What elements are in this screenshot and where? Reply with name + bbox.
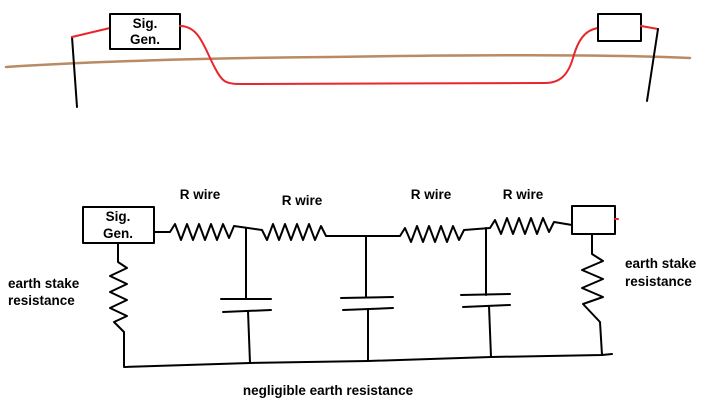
r-wire-label-4: R wire: [503, 187, 544, 202]
r-wire-label-2: R wire: [282, 193, 323, 208]
right-stake-wire: [640, 25, 659, 30]
right-earth-stake: [646, 28, 659, 102]
buried-cable: [179, 25, 599, 85]
circuit-termination-box: [571, 205, 616, 235]
shunt-capacitor-1: [220, 227, 272, 364]
right-stake-resistor: [581, 233, 604, 356]
shunt-capacitor-3: [460, 227, 511, 358]
top-termination-box: [597, 13, 642, 42]
left-stake-label-line1: earth stake: [8, 276, 80, 291]
top-view: Sig. Gen.: [4, 13, 692, 108]
right-stake-label-line2: resistance: [625, 274, 692, 289]
shunt-capacitor-2: [340, 235, 394, 362]
left-stake-resistor: [109, 242, 128, 367]
negligible-earth-label: negligible earth resistance: [243, 383, 414, 398]
right-stake-label-line1: earth stake: [625, 256, 697, 271]
earth-return-line: [123, 353, 613, 368]
series-wire-with-resistors: [153, 217, 573, 243]
left-stake-label-line2: resistance: [8, 293, 75, 308]
top-sig-gen-label-line1: Sig.: [133, 16, 158, 31]
circuit-sig-gen-label-line2: Gen.: [103, 226, 133, 241]
r-wire-label-3: R wire: [411, 187, 452, 202]
circuit-sig-gen-label-line1: Sig.: [106, 209, 131, 224]
equivalent-circuit: Sig. Gen.: [8, 187, 697, 398]
r-wire-label-1: R wire: [180, 187, 221, 202]
left-stake-wire: [71, 27, 111, 38]
left-earth-stake: [71, 36, 78, 108]
top-sig-gen-label-line2: Gen.: [130, 32, 160, 47]
top-sig-gen-box: [109, 13, 181, 50]
ground-surface-line: [4, 54, 692, 69]
